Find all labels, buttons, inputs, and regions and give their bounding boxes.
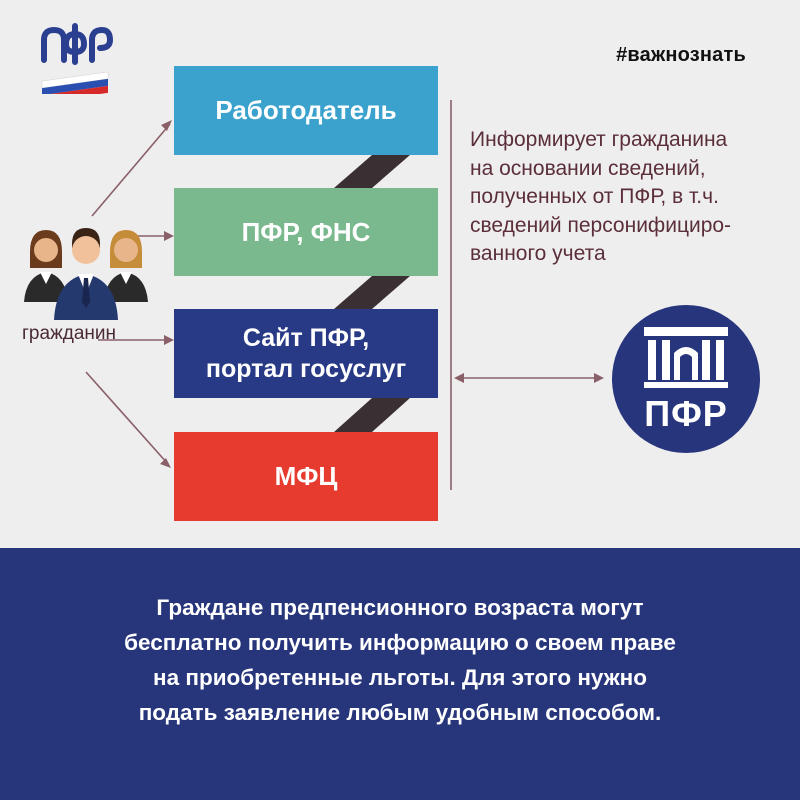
pfr-circle xyxy=(612,305,760,453)
pfr-label: ПФР xyxy=(644,393,728,434)
description-line: Информирует гражданина xyxy=(470,128,728,151)
pfr-building-icon xyxy=(644,327,728,388)
employer-box: Работодатель xyxy=(174,66,438,155)
employer-label: Работодатель xyxy=(215,95,397,125)
hashtag: #важнознать xyxy=(616,44,746,66)
banner-text: Граждане предпенсионного возраста могут … xyxy=(40,590,760,730)
site-label-line1: Сайт ПФР, xyxy=(242,323,370,352)
description-text: Информирует гражданина на основании свед… xyxy=(470,126,775,269)
banner-line: Граждане предпенсионного возраста могут xyxy=(156,595,644,620)
citizen-label: гражданин xyxy=(22,323,117,344)
description-line: ванного учета xyxy=(470,242,606,265)
pfr-logo-icon xyxy=(41,23,114,94)
banner-line: подать заявление любым удобным способом. xyxy=(138,700,662,725)
mfc-label: МФЦ xyxy=(274,461,338,491)
description-line: на основании сведений, xyxy=(470,156,706,180)
stripe-connector xyxy=(334,276,410,309)
mfc-box: МФЦ xyxy=(174,432,438,521)
banner-line: на приобретенные льготы. Для этого нужно xyxy=(153,665,647,690)
stripe-connector xyxy=(334,155,410,188)
description-line: сведений персонифициро- xyxy=(470,213,732,237)
citizens-group-icon xyxy=(24,228,148,320)
pfr-fns-label: ПФР, ФНС xyxy=(241,216,371,247)
connector-lines xyxy=(85,100,604,490)
bottom-banner xyxy=(0,548,800,800)
stripe-connector xyxy=(334,398,410,432)
site-portal-box: Сайт ПФР, портал госуслуг xyxy=(174,309,438,398)
site-label-line2: портал госуслуг xyxy=(205,354,407,383)
pfr-fns-box: ПФР, ФНС xyxy=(174,188,438,276)
banner-line: бесплатно получить информацию о своем пр… xyxy=(124,630,676,655)
description-line: полученных от ПФР, в т.ч. xyxy=(470,185,719,208)
